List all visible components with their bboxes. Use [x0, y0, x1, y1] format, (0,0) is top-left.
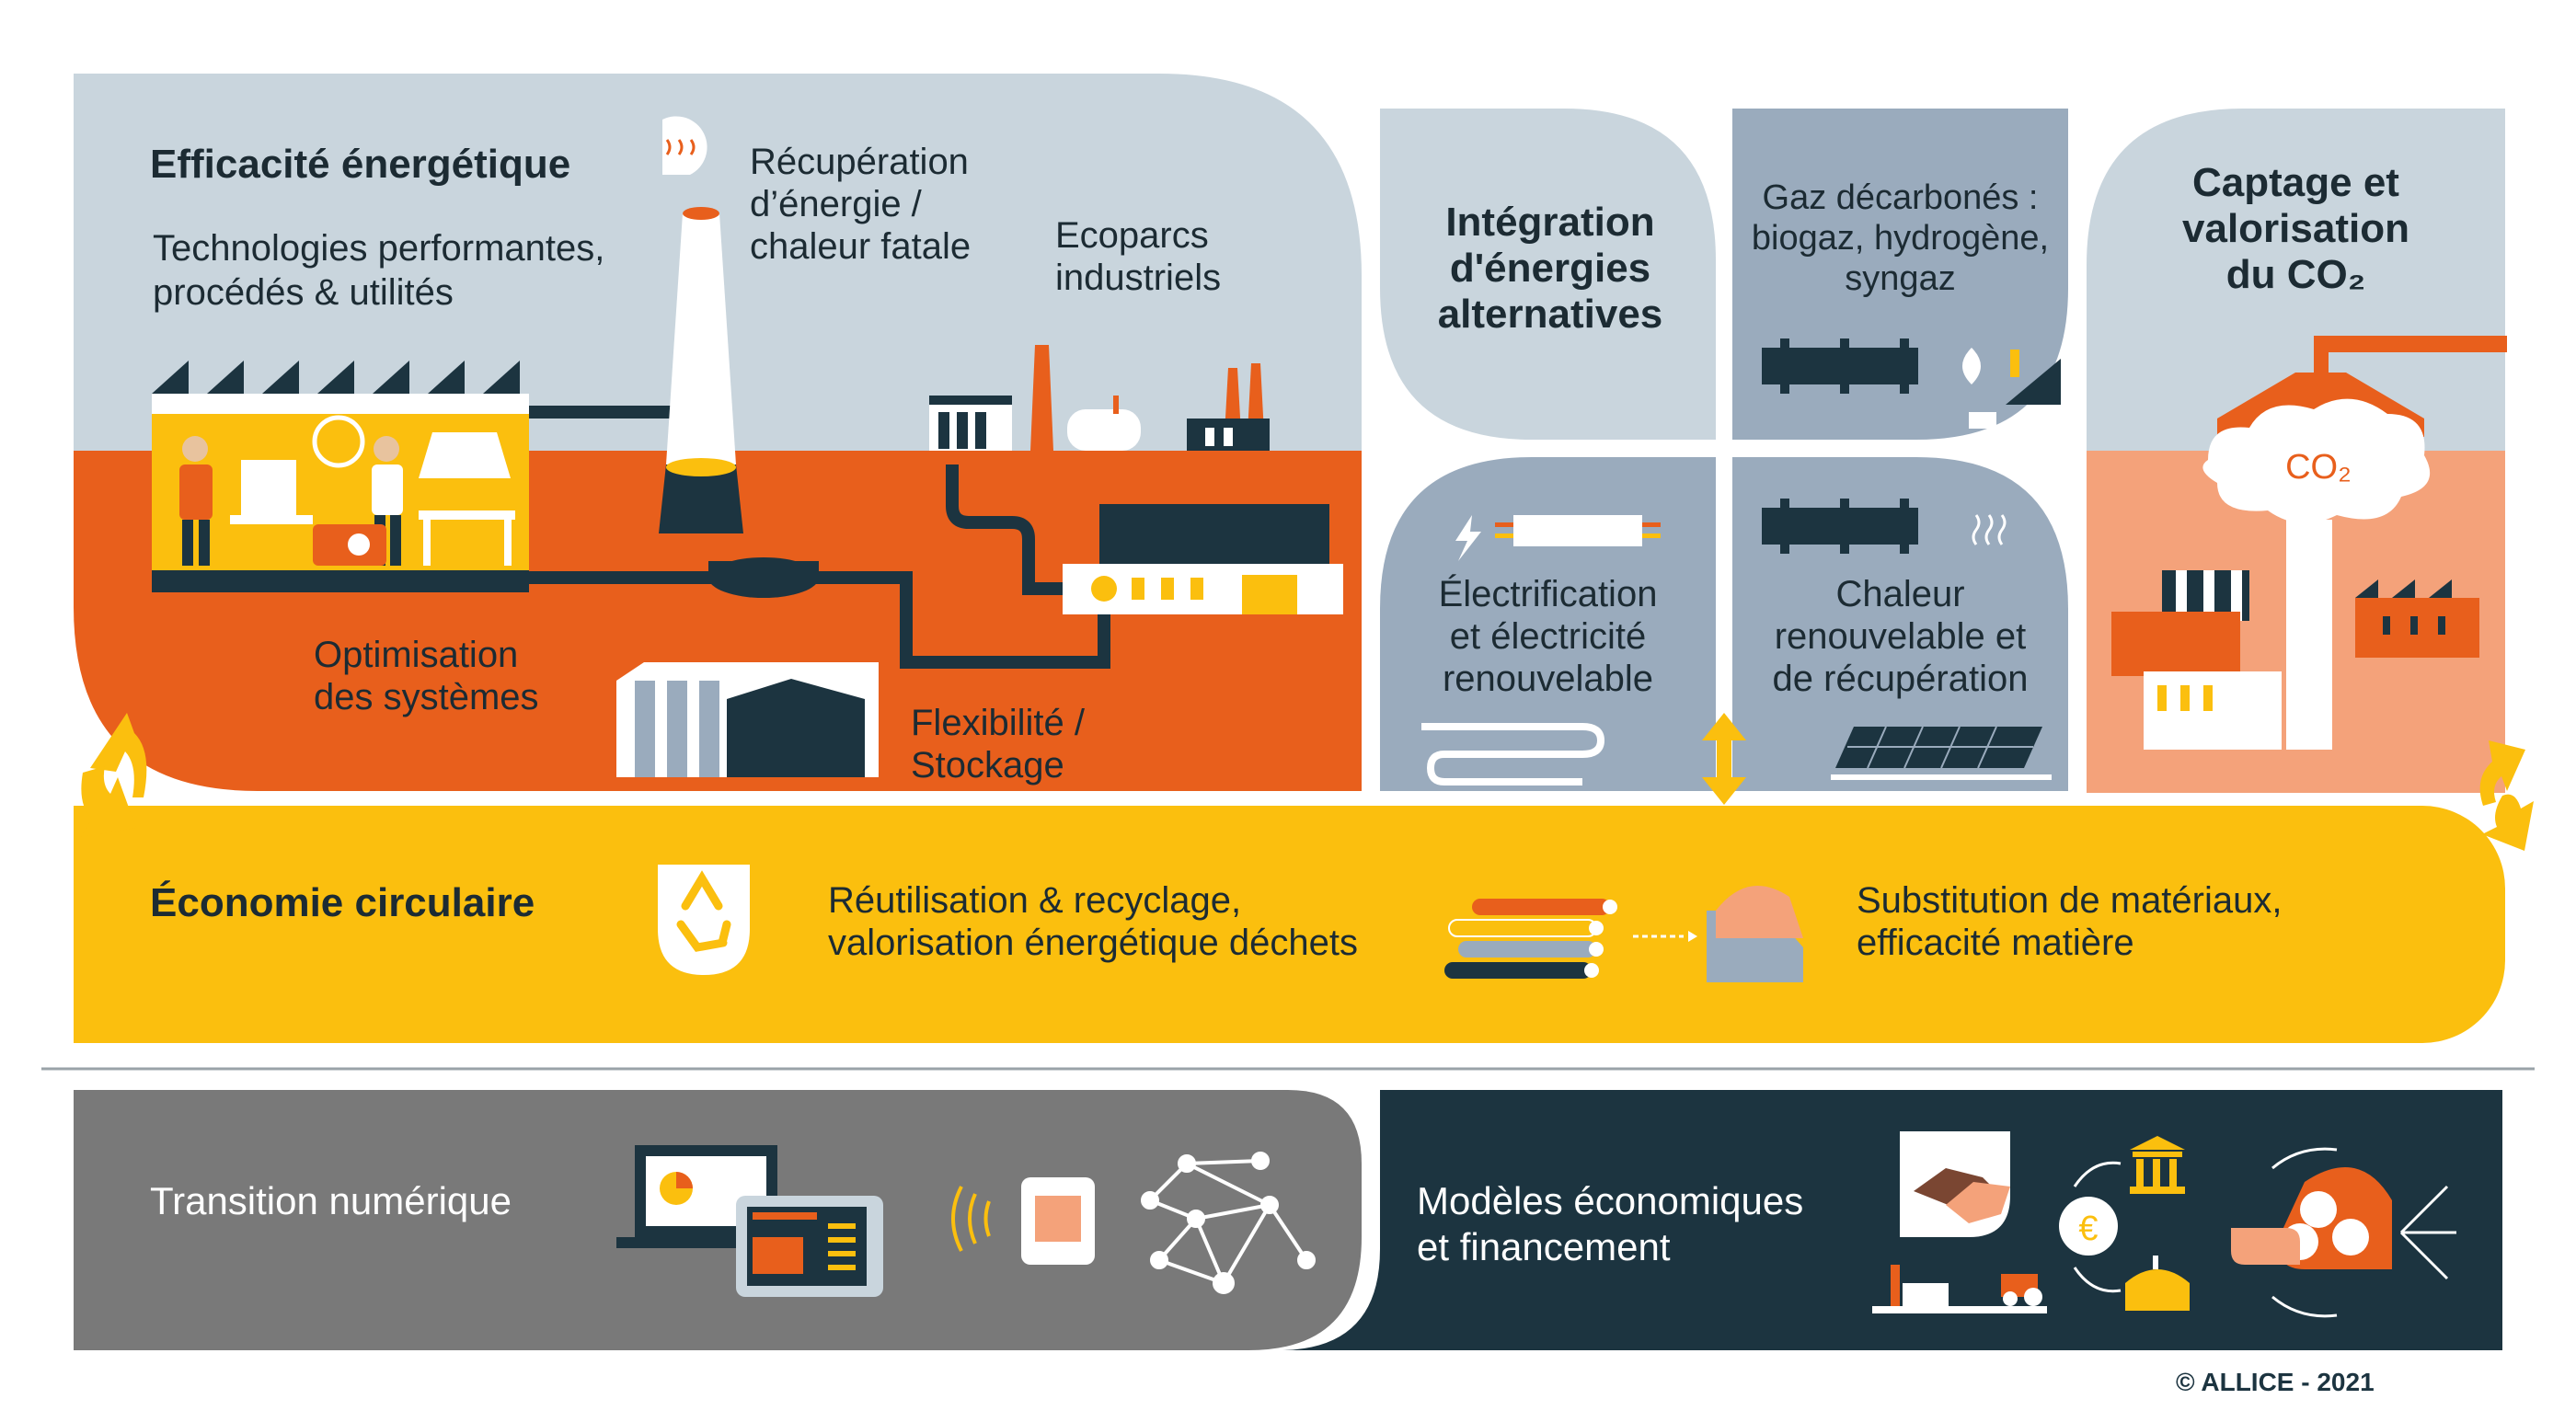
reuse-label-line2: valorisation énergétique déchets — [828, 923, 1358, 963]
modeles-title-line2: et financement — [1417, 1225, 1671, 1268]
recycle-icon — [658, 865, 750, 975]
modeles-panel — [1279, 1090, 2502, 1350]
captage-title-line3: du CO₂ — [2225, 252, 2366, 297]
recup-label-line1: Récupération — [750, 142, 969, 182]
reuse-label-line1: Réutilisation & recyclage, — [828, 880, 1242, 921]
wireless-sensor-icon — [951, 1177, 1095, 1265]
ecoparc-illustration — [929, 345, 1270, 451]
electrification-illustration — [1421, 515, 1661, 786]
bank-icon — [2130, 1136, 2185, 1194]
handshake-icon — [1900, 1131, 2010, 1237]
captage-title-line2: valorisation — [2182, 206, 2409, 251]
network-icon — [1141, 1152, 1316, 1294]
cycle-arrow-right — [2479, 740, 2534, 851]
vertical-double-arrow — [1702, 713, 1746, 805]
gaz-label-line3: syngaz — [1845, 259, 1956, 298]
storage-hangar — [616, 662, 879, 777]
chimney — [659, 116, 743, 533]
tablet-icon — [736, 1196, 883, 1297]
captage-title-line1: Captage et — [2192, 160, 2399, 205]
laptop-icon — [616, 1145, 796, 1248]
warehouse-right — [1063, 504, 1343, 614]
ecoparcs-label-line1: Ecoparcs — [1055, 215, 1209, 256]
numerique-title: Transition numérique — [150, 1179, 512, 1222]
integration-title-line1: Intégration — [1445, 200, 1655, 245]
investment-icon — [2231, 1147, 2456, 1318]
chaleur-label-line1: Chaleur — [1835, 574, 1965, 614]
chaleur-illustration — [1762, 499, 2052, 780]
electrification-label-line3: renouvelable — [1442, 659, 1654, 699]
optim-label-line2: des systèmes — [314, 677, 539, 717]
euro-coin-icon: € — [2059, 1161, 2122, 1293]
co2-cloud-label: CO₂ — [2285, 448, 2352, 487]
cycle-arrow-left — [81, 713, 147, 837]
modeles-title-line1: Modèles économiques — [1417, 1179, 1804, 1222]
gaz-label-line1: Gaz décarbonés : — [1762, 178, 2039, 217]
biogas-tank-icon — [2125, 1256, 2190, 1311]
flex-label-line1: Flexibilité / — [911, 703, 1085, 743]
efficacite-title: Efficacité énergétique — [150, 142, 571, 187]
techno-label-line1: Technologies performantes, — [153, 228, 605, 269]
copyright-label: © ALLICE - 2021 — [2176, 1368, 2375, 1396]
subst-label-line1: Substitution de matériaux, — [1857, 880, 2283, 921]
chaleur-label-line3: de récupération — [1772, 659, 2029, 699]
integration-title-line3: alternatives — [1437, 292, 1663, 337]
captage-illustration — [2111, 336, 2507, 750]
ecoparcs-label-line2: industriels — [1055, 258, 1222, 298]
optim-label-line1: Optimisation — [314, 635, 519, 675]
subst-label-line2: efficacité matière — [1857, 923, 2134, 963]
integration-panel — [1380, 109, 1716, 440]
farm-industry-icon — [1872, 1265, 2047, 1313]
recup-label-line2: d’énergie / — [750, 184, 922, 224]
chaleur-label-line2: renouvelable et — [1774, 616, 2027, 657]
gaz-label-line2: biogaz, hydrogène, — [1751, 219, 2050, 258]
gaz-illustration — [1762, 338, 2061, 429]
circulaire-title: Économie circulaire — [150, 880, 535, 925]
materials-icon — [1444, 886, 1803, 982]
integration-title-line2: d'énergies — [1449, 246, 1651, 291]
techno-label-line2: procédés & utilités — [153, 272, 454, 313]
recup-label-line3: chaleur fatale — [750, 226, 972, 267]
electrification-label-line2: et électricité — [1449, 616, 1647, 657]
factory-illustration — [152, 361, 529, 592]
svg-text:€: € — [2078, 1210, 2098, 1248]
flex-label-line2: Stockage — [911, 745, 1064, 786]
electrification-label-line1: Électrification — [1438, 574, 1658, 614]
